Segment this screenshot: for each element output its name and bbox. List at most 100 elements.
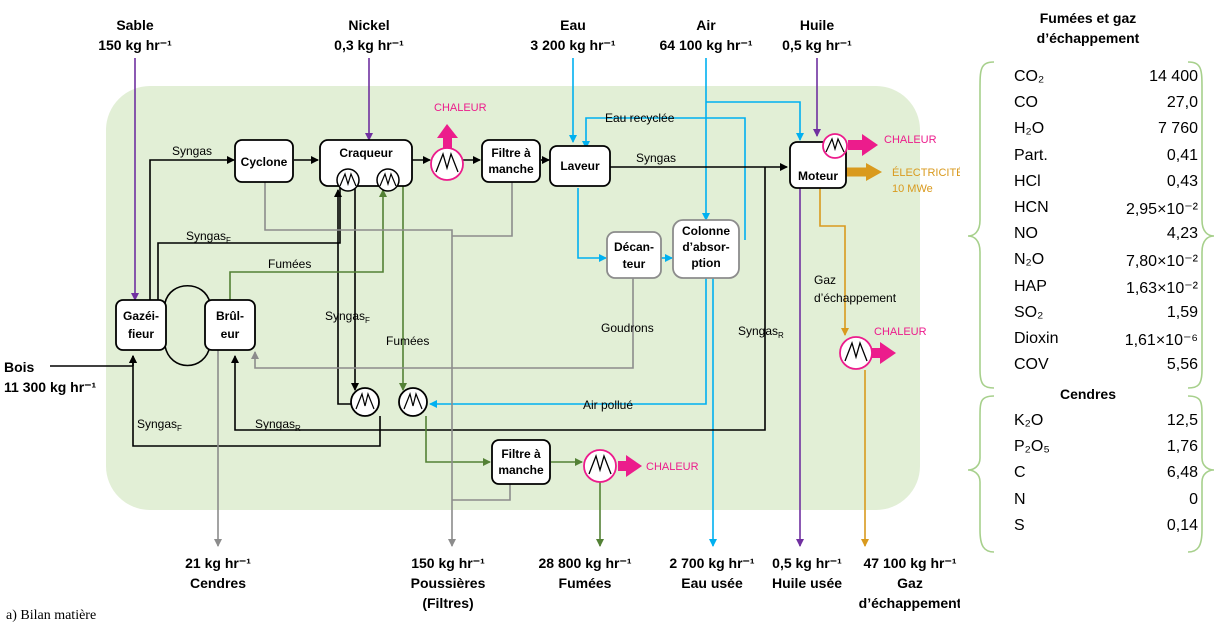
colonne-absorption-box: Colonne d’absor- ption	[672, 219, 740, 279]
gaz-name-2: d’échappement	[859, 595, 960, 611]
electricity-arrow-head	[866, 163, 882, 181]
row-value: 1,76	[1166, 438, 1198, 456]
row-species: C	[1014, 464, 1026, 482]
row-species: K₂O	[1014, 412, 1044, 429]
chaleur-label: CHALEUR	[646, 461, 699, 473]
craqueur-box: Craqueur	[319, 139, 413, 192]
row-value: 1,59	[1166, 303, 1198, 321]
row-species: P₂O₅	[1014, 438, 1050, 456]
syngas-f-return	[129, 355, 381, 447]
svg-text:fieur: fieur	[128, 327, 154, 341]
row-species: Dioxin	[1014, 330, 1059, 347]
svg-text:d’absor-: d’absor-	[682, 240, 729, 254]
heat-arrow-icon	[848, 134, 878, 156]
table-row: NO 4,23	[1014, 225, 1214, 249]
table-row: K₂O 12,5	[1014, 412, 1214, 436]
huile-flow: 0,5 kg hr⁻¹	[782, 37, 852, 53]
heat-arrow-icon	[437, 124, 458, 148]
huile-usee-flow: 0,5 kg hr⁻¹	[772, 555, 842, 571]
eau-recyclee-line	[582, 117, 746, 240]
heat-exchanger-icon	[350, 387, 380, 417]
svg-text:teur: teur	[623, 257, 646, 271]
svg-text:Brûl-: Brûl-	[216, 309, 244, 323]
row-value: 6,48	[1166, 464, 1198, 482]
filtre-manche-2-box: Filtre à manche	[491, 439, 551, 485]
gazeifieur-bruleur-loop	[164, 284, 211, 367]
nickel-label: Nickel	[348, 17, 389, 33]
syngas-f-top-line	[157, 182, 341, 300]
eau-recyclee-label: Eau recyclée	[605, 111, 675, 125]
syngas-r-label: SyngasR	[255, 417, 301, 433]
row-value: 1,63×10⁻²	[1125, 279, 1198, 297]
row-species: Part.	[1014, 146, 1048, 164]
svg-text:Gazéi-: Gazéi-	[123, 309, 159, 323]
row-value: 4,23	[1166, 225, 1198, 243]
syngas-label: Syngas	[172, 144, 212, 158]
fumees-flow: 28 800 kg hr⁻¹	[539, 555, 632, 571]
svg-text:eur: eur	[221, 327, 240, 341]
gazeifieur-box: Gazéi- fieur	[115, 299, 167, 351]
eau-usee-name: Eau usée	[681, 575, 743, 591]
fumees-label: Fumées	[268, 257, 311, 271]
laveur-to-decanteur-line	[577, 188, 607, 262]
table-title-2: d’échappement	[1036, 30, 1140, 46]
filtre-manche-1-box: Filtre à manche	[481, 139, 541, 183]
syngas-r-line	[231, 167, 766, 431]
poussieres-name-2: (Filtres)	[422, 595, 473, 611]
row-value: 12,5	[1166, 412, 1198, 429]
brace-icon	[967, 61, 1215, 553]
poussieres-name: Poussières	[411, 575, 486, 591]
cendres-title: Cendres	[1059, 386, 1117, 402]
gaz-echappement-label: d’échappement	[814, 291, 897, 305]
fumees-bruleur-to-craqueur	[229, 189, 387, 300]
heat-exchanger-icon	[583, 449, 617, 483]
eau-usee-flow: 2 700 kg hr⁻¹	[669, 555, 755, 571]
huile-label: Huile	[800, 17, 834, 33]
row-value: 14 400	[1149, 68, 1198, 85]
row-value: 0,41	[1166, 146, 1198, 164]
svg-text:manche: manche	[488, 162, 534, 176]
table-row: SO₂ 1,59	[1014, 304, 1214, 328]
row-species: HCN	[1014, 199, 1049, 216]
row-value: 0,43	[1166, 172, 1198, 190]
heat-arrow-icon	[618, 455, 642, 477]
row-value: 0,14	[1166, 516, 1198, 534]
heat-exchanger-icon	[822, 133, 848, 159]
svg-text:Cyclone: Cyclone	[241, 155, 288, 169]
fumees-to-filtre2	[425, 416, 491, 466]
figure-caption: a) Bilan matière	[6, 608, 97, 623]
fumees-label: Fumées	[386, 334, 429, 348]
row-species: NO	[1014, 225, 1038, 243]
row-value: 7 760	[1157, 120, 1198, 138]
air-label: Air	[696, 17, 716, 33]
poussieres-flow: 150 kg hr⁻¹	[411, 555, 485, 571]
row-species: SO₂	[1014, 303, 1044, 321]
bois-flow: 11 300 kg hr⁻¹	[4, 379, 97, 395]
gaz-echappement-label: Gaz	[814, 273, 836, 287]
gaz-name: Gaz	[897, 575, 923, 591]
syngas-f-label: SyngasF	[137, 417, 182, 433]
electricite-value: 10 MWe	[892, 183, 933, 195]
goudrons-label: Goudrons	[601, 321, 654, 335]
eau-label: Eau	[560, 17, 586, 33]
svg-text:Colonne: Colonne	[682, 224, 730, 238]
nickel-flow: 0,3 kg hr⁻¹	[334, 37, 404, 53]
svg-text:SyngasR: SyngasR	[738, 324, 784, 340]
gaz-flow: 47 100 kg hr⁻¹	[864, 555, 957, 571]
chaleur-label: CHALEUR	[884, 134, 937, 146]
laveur-box: Laveur	[549, 145, 611, 187]
svg-text:Décan-: Décan-	[614, 240, 654, 254]
filtre1-dust-line	[452, 182, 513, 237]
svg-text:manche: manche	[498, 463, 544, 477]
svg-text:Filtre à: Filtre à	[491, 146, 531, 160]
heat-exchanger-icon	[398, 387, 428, 417]
sable-flow: 150 kg hr⁻¹	[98, 37, 172, 53]
bruleur-box: Brûl- eur	[204, 299, 256, 351]
